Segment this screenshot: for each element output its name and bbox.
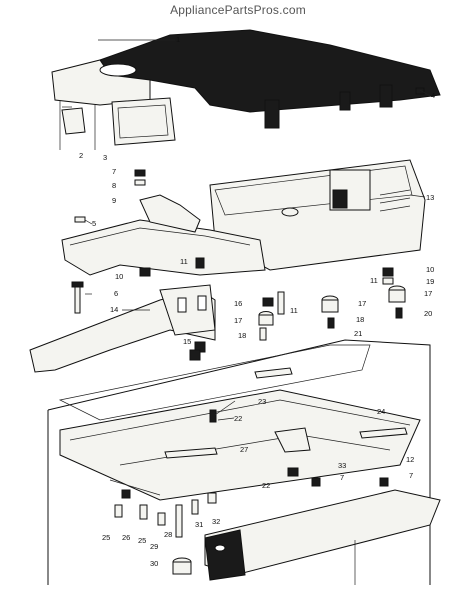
shafts — [164, 367, 408, 459]
callout-17b: 17 — [358, 299, 366, 308]
latch — [61, 107, 86, 135]
bracket — [274, 427, 311, 453]
callout-18a: 18 — [238, 331, 246, 340]
callout-33: 33 — [338, 461, 346, 470]
callout-17c: 17 — [424, 289, 432, 298]
leader-lines — [62, 39, 431, 421]
callout-21: 21 — [354, 329, 362, 338]
callout-25a: 25 — [102, 533, 110, 542]
callout-7b: 7 — [340, 473, 344, 482]
callout-26: 26 — [122, 533, 130, 542]
callout-11c: 11 — [290, 306, 298, 315]
callout-17a: 17 — [234, 316, 242, 325]
callout-4: 4 — [431, 91, 435, 100]
bottom-cover — [204, 489, 441, 585]
callout-30: 30 — [150, 559, 158, 568]
callout-27: 27 — [240, 445, 248, 454]
callout-20: 20 — [424, 309, 432, 318]
arm — [29, 284, 216, 373]
top-cover — [51, 29, 441, 150]
callout-15: 15 — [183, 337, 191, 346]
bed-plate — [59, 389, 421, 501]
callout-24: 24 — [377, 407, 385, 416]
callout-14: 14 — [110, 305, 118, 314]
callout-7c: 7 — [409, 471, 413, 480]
callout-23: 23 — [258, 397, 266, 406]
callout-29: 29 — [150, 542, 158, 551]
callout-9: 9 — [112, 196, 116, 205]
small-parts — [114, 409, 389, 575]
callout-7a: 7 — [112, 167, 116, 176]
callout-10b: 10 — [426, 265, 434, 274]
callout-2: 2 — [79, 151, 83, 160]
base-frame — [61, 194, 266, 276]
callout-5: 5 — [92, 219, 96, 228]
callout-28: 28 — [164, 530, 172, 539]
fasteners — [71, 87, 425, 361]
callout-31: 31 — [195, 520, 203, 529]
callout-13: 13 — [426, 193, 434, 202]
callout-18b: 18 — [356, 315, 364, 324]
bottom-frame — [47, 339, 431, 585]
callout-8: 8 — [112, 181, 116, 190]
cover-panel — [111, 97, 176, 146]
callout-32: 32 — [212, 517, 220, 526]
watermark: AppliancePartsPros.com — [170, 3, 306, 17]
callout-1: 1 — [176, 35, 180, 44]
callout-11b: 11 — [370, 276, 378, 285]
callout-labels: 1 2 3 4 5 6 7 8 9 10 10 11 11 11 12 13 1… — [79, 35, 435, 568]
callout-16: 16 — [234, 299, 242, 308]
callout-19: 19 — [426, 277, 434, 286]
callout-12: 12 — [406, 455, 414, 464]
callout-10a: 10 — [115, 272, 123, 281]
callout-3: 3 — [103, 153, 107, 162]
callout-25b: 25 — [138, 536, 146, 545]
rubber-feet — [258, 285, 406, 329]
callout-6: 6 — [114, 289, 118, 298]
callout-22a: 22 — [234, 414, 242, 423]
callout-22b: 22 — [262, 481, 270, 490]
bobbin-tray — [209, 159, 426, 271]
callout-11a: 11 — [180, 257, 188, 266]
